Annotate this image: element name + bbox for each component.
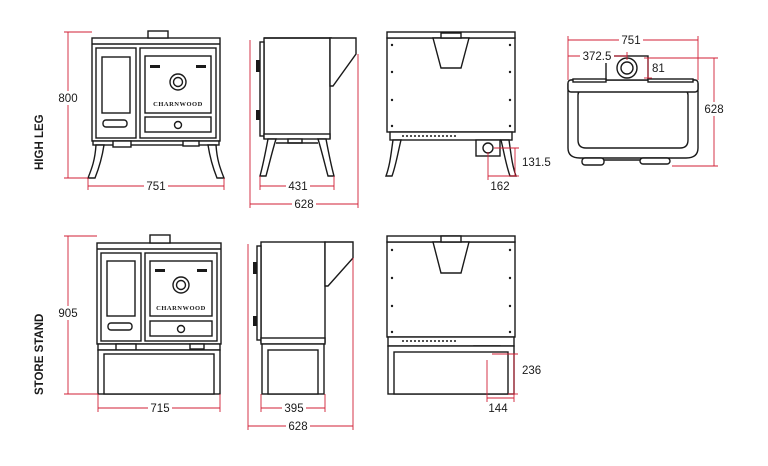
- store-stand-side-view: [253, 241, 354, 395]
- row-label-high-leg: HIGH LEG: [34, 114, 46, 170]
- dim-high-leg-flue-offset: 162: [490, 181, 509, 193]
- dim-top-flue-center: 372.5: [583, 51, 612, 63]
- dim-stand-side-width: 395: [284, 403, 303, 415]
- brand-logo-front-1: CHARNWOOD: [153, 101, 203, 108]
- high-leg-front-view: CHARNWOOD: [86, 30, 226, 179]
- dim-stand-height: 905: [58, 308, 77, 320]
- dim-stand-flue-offset: 144: [488, 403, 508, 415]
- dim-stand-flue-height: 236: [522, 365, 541, 377]
- dim-stand-side-depth: 628: [288, 421, 307, 433]
- dim-high-leg-flue-height: 131.5: [522, 157, 551, 169]
- dim-high-leg-side-width: 431: [288, 181, 307, 193]
- row-label-store-stand: STORE STAND: [34, 314, 46, 395]
- dim-top-width: 751: [621, 35, 640, 47]
- dim-high-leg-height: 800: [58, 93, 77, 105]
- high-leg-side-view: [256, 37, 357, 177]
- store-stand-rear-view: [386, 235, 516, 395]
- high-leg-rear-view: [385, 31, 517, 177]
- dim-high-leg-front-width: 751: [146, 181, 165, 193]
- dim-top-flue-dia: 81: [652, 63, 665, 75]
- top-plan-view: [567, 55, 699, 166]
- dim-stand-front-width: 715: [150, 403, 169, 415]
- store-stand-front-view: CHARNWOOD: [96, 234, 222, 395]
- dim-top-depth: 628: [704, 104, 723, 116]
- dim-high-leg-side-depth: 628: [294, 199, 313, 211]
- brand-logo-front-2: CHARNWOOD: [156, 305, 206, 312]
